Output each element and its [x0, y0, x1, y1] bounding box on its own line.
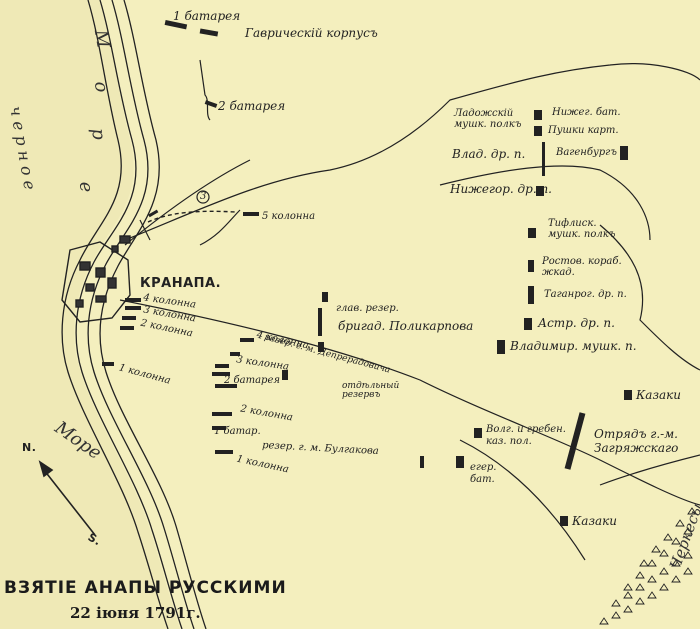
fortress-label: КРАНАПА.	[140, 276, 222, 291]
label-guns: Пушки карт.	[548, 125, 619, 136]
north-arrow-icon	[38, 460, 96, 536]
label-vladim: Владимир. мушк. п.	[510, 339, 637, 353]
label-egerbat: егер. бат.	[470, 462, 497, 485]
label-main-reserve: глав. резер.	[336, 303, 399, 314]
map-title: ВЗЯТІЕ АНАПЫ РУССКИМИ	[4, 578, 287, 598]
label-detach-reserve: отдѣльный резервъ	[342, 381, 400, 400]
label-zagr: Отрядъ г.-м. Загряжскаго	[594, 427, 679, 455]
label-batt2-top: 2 батарея	[218, 99, 286, 113]
redoubt-icon	[196, 190, 210, 204]
route-5-kolonna	[147, 210, 236, 223]
label-nizh-bat: Нижег. бат.	[552, 107, 621, 118]
label-mark3: 3	[200, 191, 207, 202]
label-volga: Волг. и гребен. каз. пол.	[486, 424, 566, 447]
label-ladoga: Ладожскій мушк. полкъ	[454, 108, 522, 130]
label-taganrog: Таганрог. др. п.	[544, 289, 627, 300]
label-brig-polikarpov: бригад. Поликарпова	[338, 319, 474, 333]
label-nizhgor-dr: Нижегор. др. п.	[450, 182, 552, 196]
sea-letter-e: е	[74, 180, 97, 194]
label-corps: Гаврическій корпусъ	[245, 26, 378, 40]
map-date: 22 іюня 1791г.	[70, 604, 201, 622]
compass-north: N.	[22, 441, 37, 454]
label-tiflis: Тифлиск. мушк. полкъ	[548, 218, 616, 240]
label-batt2: 2 батарея	[224, 375, 280, 386]
roads	[119, 59, 700, 561]
label-wagenburg: Вагенбургъ	[556, 147, 617, 158]
label-vlad-dr: Влад. др. п.	[452, 147, 526, 161]
label-kazaki-2: Казаки	[572, 514, 618, 528]
cherkess-positions	[599, 507, 697, 625]
label-batt1: 1 батар.	[214, 426, 261, 437]
label-col5: 5 колонна	[262, 211, 316, 222]
sea-letter-r: р	[87, 127, 110, 141]
unit-markers	[102, 19, 632, 526]
label-batt1-top: 1 батарея	[173, 9, 241, 23]
label-rostov: Ростов. кораб. жкад.	[542, 256, 622, 278]
coastline	[61, 0, 207, 629]
sea-letter-m: М	[89, 28, 114, 50]
fortress-anapa	[61, 235, 131, 323]
label-kazaki-1: Казаки	[636, 388, 682, 402]
sea-letter-o: о	[89, 80, 112, 94]
label-astr: Астр. др. п.	[538, 316, 615, 330]
